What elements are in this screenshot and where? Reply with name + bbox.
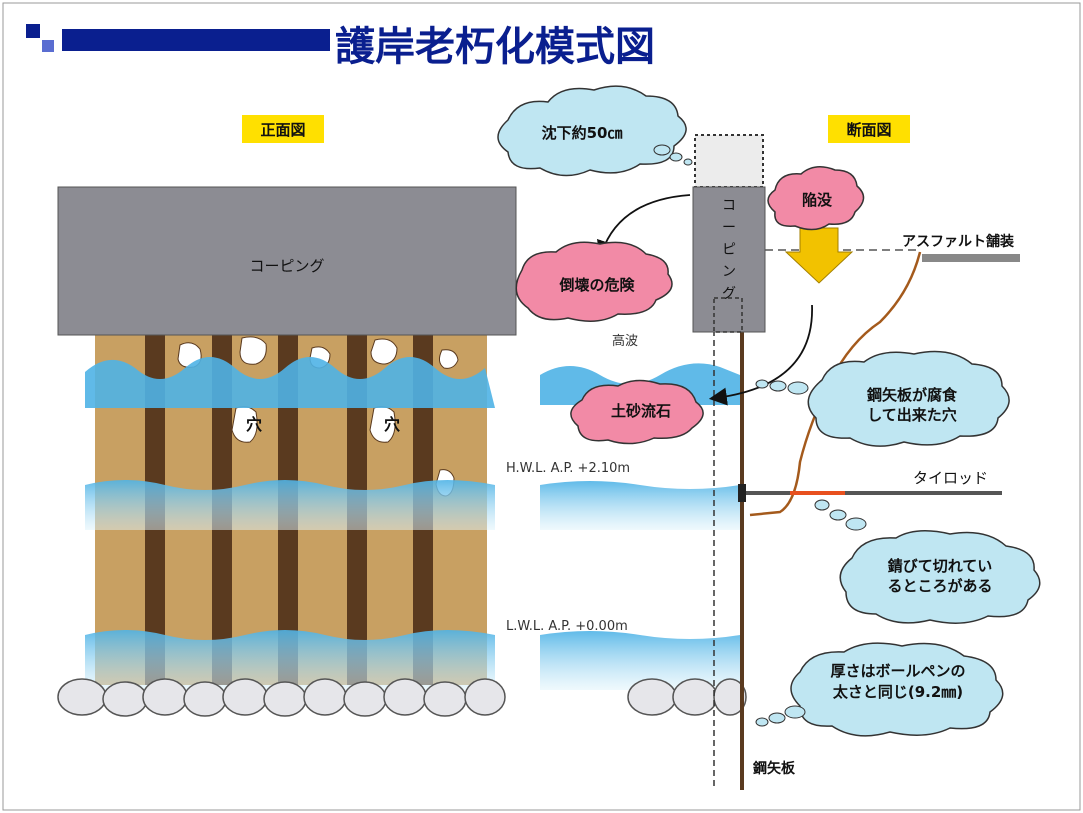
svg-text:ー: ー: [722, 220, 736, 236]
svg-text:るところがある: るところがある: [887, 577, 992, 595]
lwl-band-front: [85, 630, 495, 690]
collapse-risk-callout: 倒壊の危険: [515, 241, 673, 322]
riprap-front: [57, 678, 506, 717]
corrosion-hole-callout: 鋼矢板が腐食 して出来た穴: [755, 350, 1010, 447]
tierod-label: タイロッド: [913, 469, 988, 487]
asphalt-pavement: [922, 254, 1020, 262]
diagram-title: 護岸老朽化模式図: [335, 24, 655, 70]
svg-text:正面図: 正面図: [260, 121, 305, 139]
svg-text:鋼矢板が腐食: 鋼矢板が腐食: [866, 386, 958, 404]
coping-front: [57, 186, 517, 336]
svg-text:コ: コ: [722, 198, 736, 214]
sheet-pile-label: 鋼矢板: [752, 760, 796, 777]
pile-head-outline: [713, 297, 743, 333]
original-coping-position: [694, 134, 764, 188]
coping-front-label: コーピング: [249, 257, 324, 275]
title-decoration: [26, 24, 330, 52]
svg-text:陥没: 陥没: [802, 191, 833, 209]
collapse-risk-arrow: [597, 194, 691, 259]
settlement-callout: 沈下約50㎝: [497, 85, 693, 177]
front-view-label: 正面図: [242, 115, 324, 143]
svg-text:錆びて切れてい: 錆びて切れてい: [888, 557, 993, 575]
rust-callout: 錆びて切れてい るところがある: [814, 499, 1041, 624]
subsidence-arrow-icon: [784, 227, 854, 284]
riprap-section: [627, 678, 747, 716]
svg-text:厚さはボールペンの: 厚さはボールペンの: [830, 662, 965, 680]
high-wave-front: [85, 357, 495, 408]
lwl-label: L.W.L. A.P. +0.00m: [506, 619, 628, 634]
svg-text:倒壊の危険: 倒壊の危険: [558, 276, 635, 294]
high-wave-label: 高波: [612, 333, 638, 349]
svg-text:土砂流石: 土砂流石: [611, 402, 671, 420]
svg-text:グ: グ: [722, 286, 736, 302]
corrosion-holes: [177, 336, 459, 497]
asphalt-label: アスファルト舗装: [902, 233, 1015, 250]
hole-label-2: 穴: [384, 415, 400, 434]
thickness-callout: 厚さはボールペンの 太さと同じ(9.2㎜): [755, 642, 1004, 737]
section-view-label: 断面図: [828, 115, 910, 143]
tierod-anchor: [738, 484, 746, 502]
svg-text:して出来た穴: して出来た穴: [867, 406, 957, 424]
hwl-band-front: [85, 480, 495, 530]
svg-text:ピ: ピ: [722, 242, 736, 258]
collapse-callout: 陥没: [767, 166, 865, 231]
sediment-outflow-arrow: [708, 304, 813, 406]
svg-text:ン: ン: [722, 264, 736, 280]
coping-section-label: コ ー ピ ン グ: [722, 198, 736, 302]
lwl-band-section: [540, 631, 740, 690]
coping-section: [692, 186, 766, 333]
sediment-callout: 土砂流石: [570, 379, 704, 445]
svg-text:太さと同じ(9.2㎜): 太さと同じ(9.2㎜): [833, 683, 963, 701]
hwl-band-section: [540, 481, 740, 530]
hwl-label: H.W.L. A.P. +2.10m: [506, 461, 630, 476]
hole-label-1: 穴: [246, 415, 262, 434]
svg-text:沈下約50㎝: 沈下約50㎝: [542, 124, 623, 142]
svg-text:断面図: 断面図: [846, 121, 891, 139]
